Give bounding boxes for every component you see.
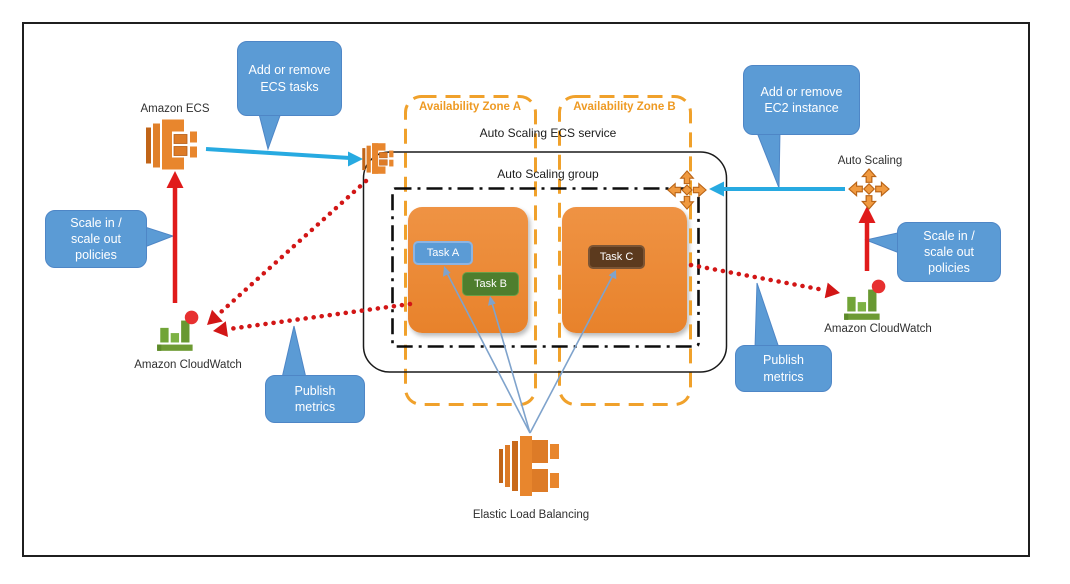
cloudwatch-left-label: Amazon CloudWatch <box>134 359 242 371</box>
callout-add-ec2-instance: Add or remove EC2 instance <box>743 65 860 135</box>
auto-scaling-icon <box>848 168 890 210</box>
auto-scaling-group-label: Auto Scaling group <box>497 167 599 181</box>
task-c-label: Task C <box>599 251 634 263</box>
callout-scale-policies-left-text: Scale in / scale out policies <box>70 215 122 263</box>
elastic-load-balancing-icon <box>499 436 559 496</box>
ecs-cluster-icon <box>362 143 394 174</box>
auto-scaling-group-icon <box>667 170 707 210</box>
zone-b-label: Availability Zone B <box>573 101 676 113</box>
ecs-service-label: Auto Scaling ECS service <box>479 126 617 140</box>
callout-publish-metrics-left-text: Publish metrics <box>294 383 336 414</box>
callout-add-ecs-tasks-text: Add or remove ECS tasks <box>248 63 331 94</box>
callout-scale-policies-left: Scale in / scale out policies <box>45 210 147 268</box>
zone-a-label: Availability Zone A <box>418 101 522 113</box>
task-a-box: Task A <box>413 241 473 265</box>
container-instance-b <box>562 207 687 333</box>
cloudwatch-right-label: Amazon CloudWatch <box>824 323 932 335</box>
callout-add-ecs-tasks: Add or remove ECS tasks <box>237 41 342 116</box>
task-c-box: Task C <box>588 245 645 269</box>
callout-scale-policies-right: Scale in / scale out policies <box>897 222 1001 282</box>
auto-scaling-label: Auto Scaling <box>837 155 903 167</box>
cloudwatch-right-icon <box>844 279 886 320</box>
diagram-frame <box>22 22 1030 557</box>
callout-add-ec2-instance-text: Add or remove EC2 instance <box>760 84 843 115</box>
amazon-ecs-icon <box>146 119 197 170</box>
callout-publish-metrics-left: Publish metrics <box>265 375 365 423</box>
amazon-ecs-label: Amazon ECS <box>140 103 210 115</box>
task-b-box: Task B <box>462 272 519 296</box>
container-instance-a <box>408 207 528 333</box>
cloudwatch-left-icon <box>157 310 199 351</box>
callout-publish-metrics-right: Publish metrics <box>735 345 832 392</box>
task-b-label: Task B <box>473 278 507 290</box>
elastic-load-balancing-label: Elastic Load Balancing <box>472 509 590 521</box>
callout-scale-policies-right-text: Scale in / scale out policies <box>923 228 975 276</box>
task-a-label: Task A <box>426 247 460 259</box>
callout-publish-metrics-right-text: Publish metrics <box>763 353 804 384</box>
